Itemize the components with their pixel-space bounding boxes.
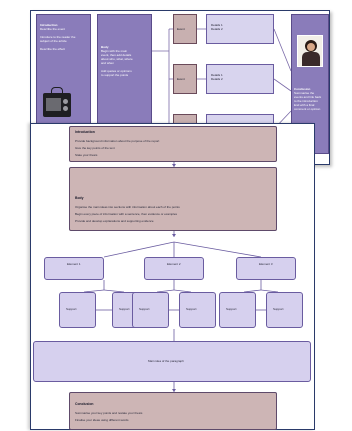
back-detail-label: Details 2 <box>211 27 223 31</box>
back-detail-label: Details 2 <box>211 77 223 81</box>
element-label: Element 2 <box>167 262 181 266</box>
radio-image <box>43 87 71 117</box>
back-conclusion-line: comment or opinion <box>294 107 321 111</box>
body-title: Body <box>75 196 84 200</box>
conclusion-line: Summarise your key points and restate yo… <box>75 411 143 415</box>
introduction-line: Give the key points of the text <box>75 146 115 150</box>
person-photo <box>297 35 323 67</box>
body-line: Provide and develop explanations and sup… <box>75 219 154 223</box>
conclusion-title: Conclusion <box>75 402 94 406</box>
back-detail-box: Details 1 Details 2 <box>206 14 274 44</box>
back-body-line: and when <box>101 61 115 65</box>
back-event-label: Event <box>177 27 185 31</box>
back-intro-line: Describe the effect <box>40 47 65 51</box>
support-box: Support <box>179 292 216 328</box>
back-conclusion-line: to the introduction <box>294 99 318 103</box>
front-page: Introduction Provide background informat… <box>30 123 315 430</box>
introduction-line: State your thesis <box>75 153 98 157</box>
support-box: Support <box>59 292 96 328</box>
back-conclusion-line: End with a final <box>294 103 315 107</box>
element-label: Element 1 <box>67 262 81 266</box>
element-label: Element 3 <box>259 262 273 266</box>
back-body-line: Add quotes or opinions <box>101 69 132 73</box>
back-detail-box: Details 1 Details 2 <box>206 64 274 94</box>
support-box: Support <box>132 292 169 328</box>
body-line: Organise the main ideas into sections wi… <box>75 205 180 209</box>
main-idea-bar: Main idea of the paragraph <box>33 341 311 382</box>
back-event-box: Event <box>173 64 197 94</box>
back-conclusion-line: events and link back <box>294 95 322 99</box>
back-body-title: Body <box>101 45 109 49</box>
back-event-label: Event <box>177 77 185 81</box>
main-idea-label: Main idea of the paragraph <box>148 359 184 363</box>
support-label: Support <box>186 307 197 311</box>
back-intro-panel: Introduction Describe the event Introduc… <box>36 14 91 124</box>
back-body-line: to support the points <box>101 73 129 77</box>
back-event-box: Event <box>173 14 197 44</box>
conclusion-line: Finalise your ideas using different word… <box>75 418 129 422</box>
support-label: Support <box>66 307 77 311</box>
support-label: Support <box>226 307 237 311</box>
body-line: Begin every piece of information with a … <box>75 212 178 216</box>
body-box: Body Organise the main ideas into sectio… <box>69 167 277 231</box>
introduction-line: Provide background information about the… <box>75 139 160 143</box>
support-box: Support <box>219 292 256 328</box>
support-label: Support <box>119 307 130 311</box>
back-intro-title: Introduction <box>40 23 58 27</box>
front-connectors <box>83 161 279 392</box>
back-body-panel: Body Begin with the main event, then add… <box>97 14 152 124</box>
back-intro-line: Describe the event <box>40 27 66 31</box>
support-box: Support <box>266 292 303 328</box>
back-conclusion-line: Summarise the <box>294 91 315 95</box>
back-detail-label: Details 1 <box>211 73 223 77</box>
back-intro-line: Introduce to the reader the <box>40 35 76 39</box>
introduction-title: Introduction <box>75 130 95 134</box>
support-label: Support <box>273 307 284 311</box>
element-box: Element 2 <box>144 257 204 280</box>
back-body-line: event, then add details <box>101 53 132 57</box>
element-box: Element 1 <box>44 257 104 280</box>
conclusion-box: Conclusion Summarise your key points and… <box>69 392 277 430</box>
back-detail-label: Details 1 <box>211 23 223 27</box>
element-box: Element 3 <box>236 257 296 280</box>
support-label: Support <box>139 307 150 311</box>
back-body-line: about who, what, where <box>101 57 133 61</box>
back-intro-line: subject of the article <box>40 39 67 43</box>
back-body-line: Begin with the main <box>101 49 128 53</box>
introduction-box: Introduction Provide background informat… <box>69 126 277 162</box>
back-conclusion-title: Conclusion <box>294 87 311 91</box>
